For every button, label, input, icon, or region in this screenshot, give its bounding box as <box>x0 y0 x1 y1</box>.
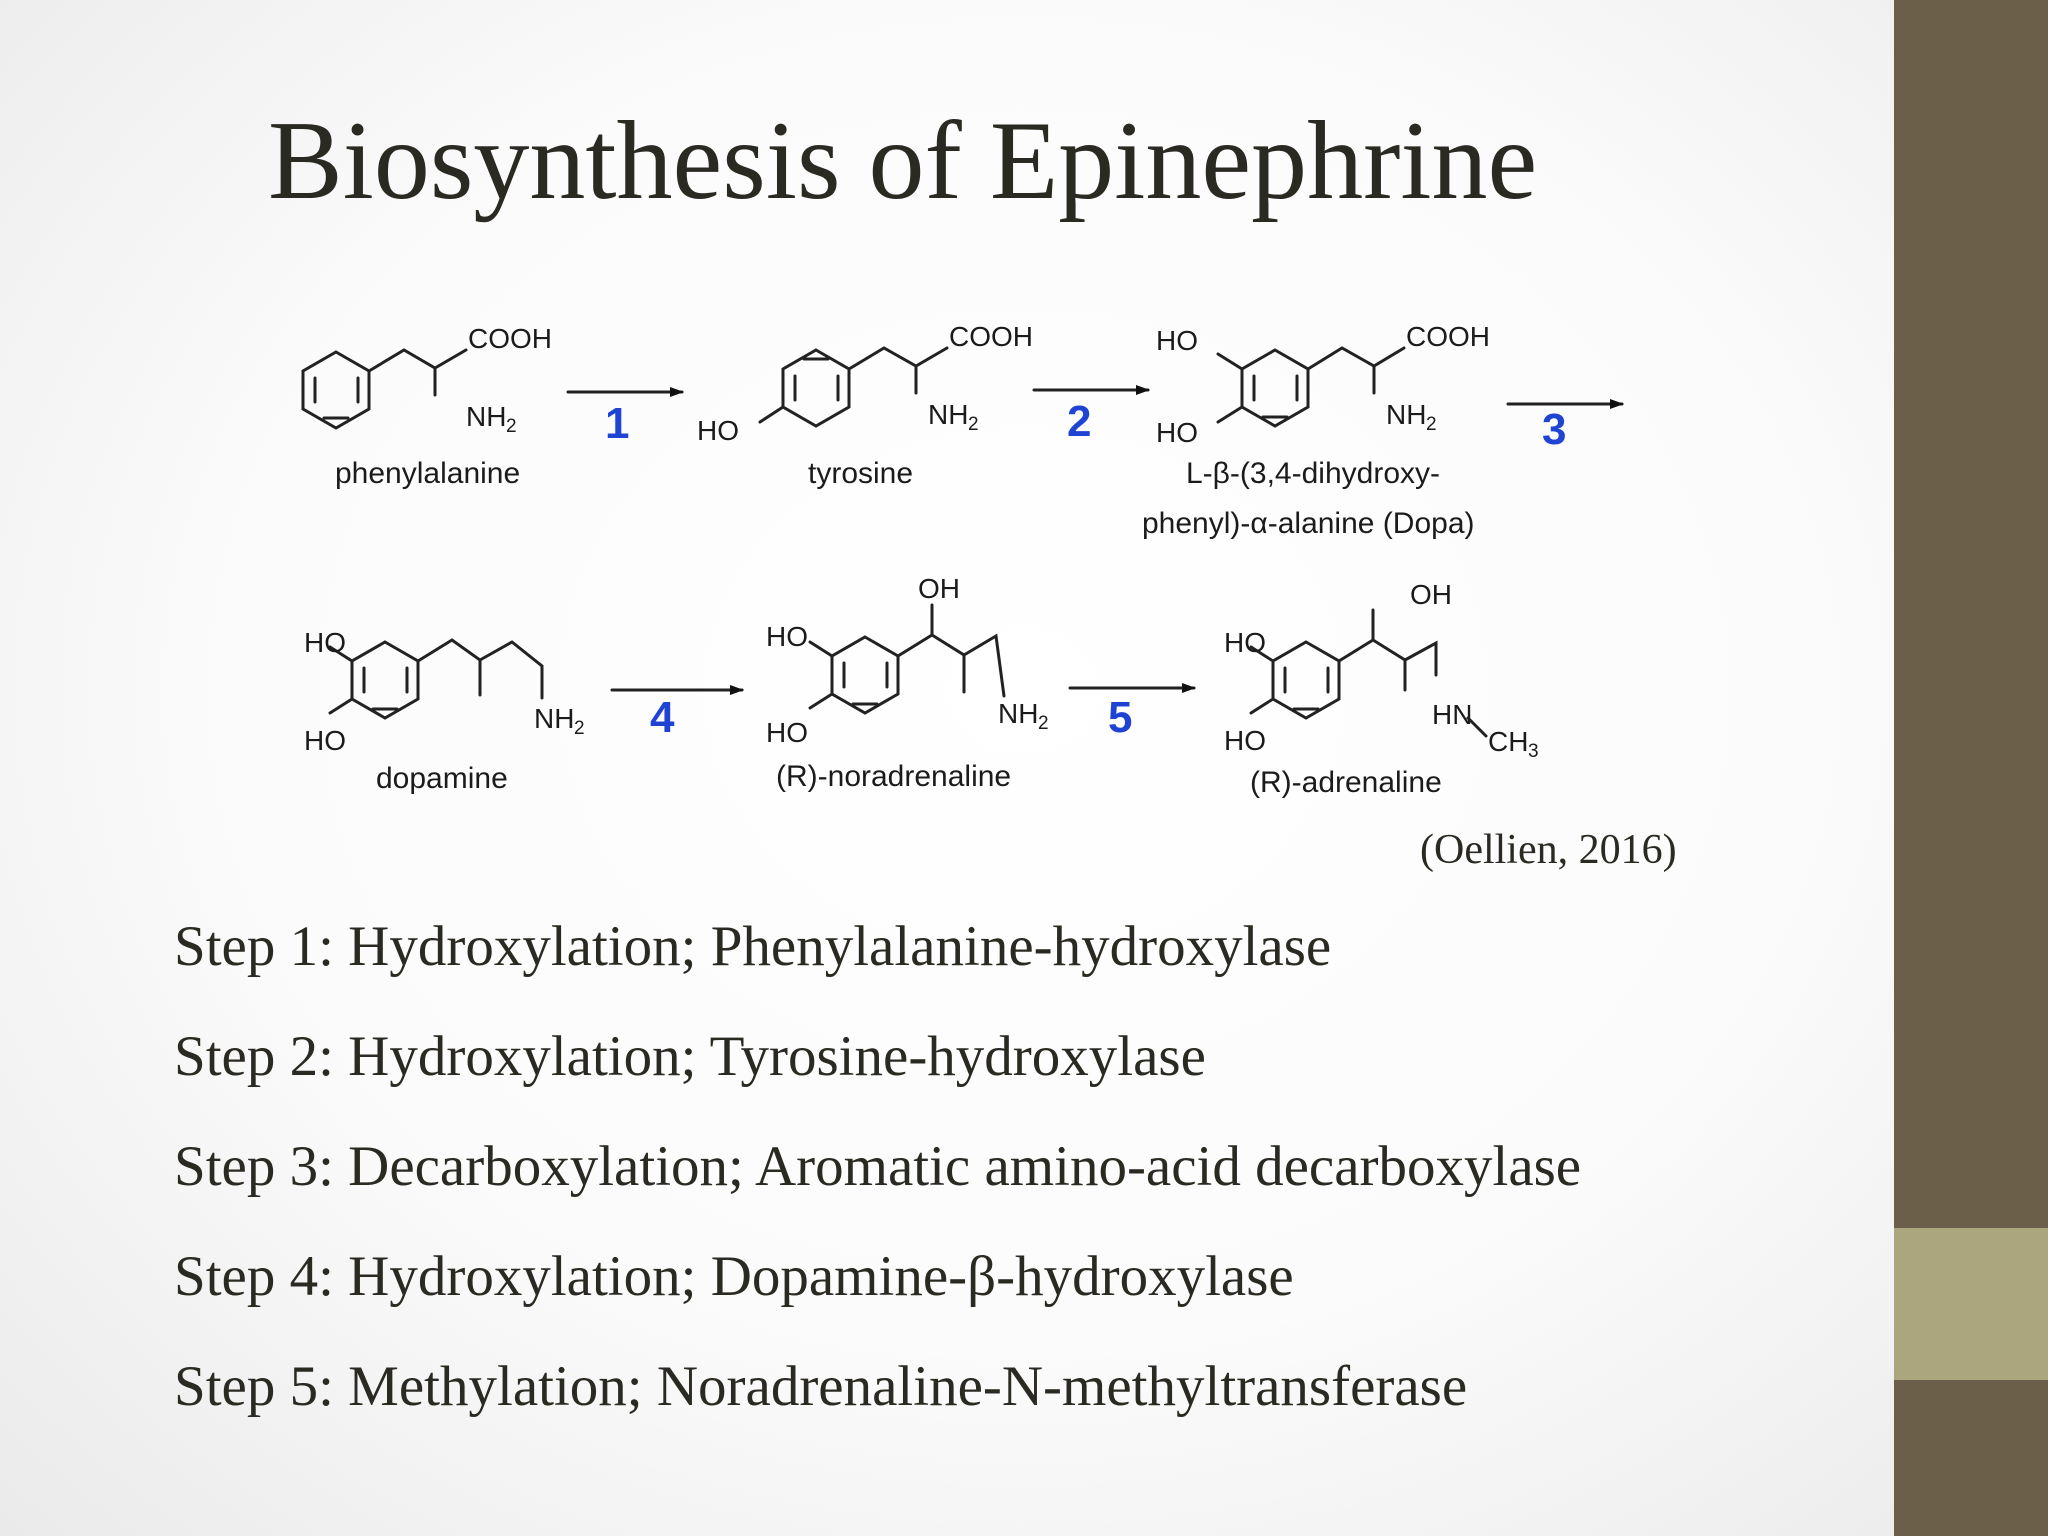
dopamine-label: dopamine <box>376 762 508 795</box>
ho-label: HO <box>766 621 808 652</box>
tyrosine-label: tyrosine <box>808 457 913 490</box>
ho-label: HO <box>304 725 346 756</box>
nh2-label: NH <box>928 399 968 430</box>
nh2-label: NH <box>534 703 574 734</box>
slide-sidebar <box>1894 0 2048 1536</box>
step-1-description: Step 1: Hydroxylation; Phenylalanine-hyd… <box>174 915 1332 978</box>
dopamine-structure: HO HO NH 2 dopamine <box>304 627 585 795</box>
oh-label: OH <box>918 573 960 604</box>
cooh-label: COOH <box>1406 321 1490 352</box>
adrenaline-structure: HO HO OH HN CH 3 (R)-adrenaline <box>1224 579 1539 799</box>
nh2-label: NH <box>466 401 506 432</box>
nh2-subscript: 2 <box>506 416 517 437</box>
nh2-label: NH <box>998 698 1038 729</box>
step-2-description: Step 2: Hydroxylation; Tyrosine-hydroxyl… <box>174 1025 1206 1088</box>
step-5-description: Step 5: Methylation; Noradrenaline-N-met… <box>174 1355 1468 1418</box>
ho-label: HO <box>1224 725 1266 756</box>
ho-label: HO <box>697 415 739 446</box>
oh-label: OH <box>1410 579 1452 610</box>
nh2-subscript: 2 <box>968 414 979 435</box>
dopa-label-line1: L-β-(3,4-dihydroxy- <box>1186 457 1440 490</box>
step-number-5: 5 <box>1108 693 1132 742</box>
nh2-subscript: 2 <box>1426 414 1437 435</box>
step-3-description: Step 3: Decarboxylation; Aromatic amino-… <box>174 1135 1582 1198</box>
step-number-4: 4 <box>650 693 675 742</box>
ho-label: HO <box>766 717 808 748</box>
noradrenaline-structure: HO HO OH NH 2 (R)-noradrenaline <box>766 573 1049 793</box>
phenylalanine-label: phenylalanine <box>335 457 520 490</box>
ho-label: HO <box>1224 627 1266 658</box>
ch3-subscript: 3 <box>1528 741 1539 762</box>
cooh-label: COOH <box>468 323 552 354</box>
step-number-2: 2 <box>1067 397 1091 446</box>
step-number-3: 3 <box>1542 405 1566 454</box>
adrenaline-label: (R)-adrenaline <box>1250 766 1442 799</box>
ch3-label: CH <box>1488 726 1528 757</box>
ho-label: HO <box>1156 325 1198 356</box>
dopa-label-line2: phenyl)-α-alanine (Dopa) <box>1142 507 1475 540</box>
nh2-subscript: 2 <box>574 718 585 739</box>
dopa-structure: HO HO COOH NH 2 L-β-(3,4-dihydroxy- phen… <box>1142 321 1490 540</box>
nh2-subscript: 2 <box>1038 713 1049 734</box>
step-4-description: Step 4: Hydroxylation; Dopamine-β-hydrox… <box>174 1245 1294 1308</box>
ho-label: HO <box>1156 417 1198 448</box>
noradrenaline-label: (R)-noradrenaline <box>776 760 1011 793</box>
step-number-1: 1 <box>605 399 629 448</box>
nh2-label: NH <box>1386 399 1426 430</box>
reaction-scheme: COOH NH 2 phenylalanine 1 HO COOH NH 2 t… <box>301 321 1624 799</box>
cooh-label: COOH <box>949 321 1033 352</box>
ho-label: HO <box>304 627 346 658</box>
citation: (Oellien, 2016) <box>1420 827 1677 873</box>
slide-title: Biosynthesis of Epinephrine <box>268 99 1538 223</box>
phenylalanine-structure: COOH NH 2 phenylalanine <box>301 323 552 490</box>
sidebar-accent-band <box>1894 1228 2048 1380</box>
tyrosine-structure: HO COOH NH 2 tyrosine <box>697 321 1033 490</box>
hn-label: HN <box>1432 699 1472 730</box>
